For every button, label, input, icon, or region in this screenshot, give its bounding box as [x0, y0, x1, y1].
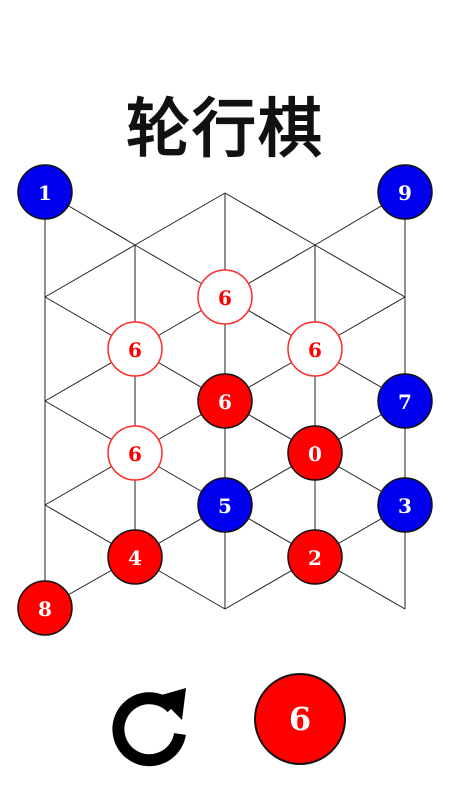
piece-label: 6	[308, 338, 322, 362]
current-turn-label: 6	[288, 700, 312, 738]
piece-label: 6	[218, 286, 232, 310]
blue-piece-3[interactable]: 3	[377, 477, 433, 533]
piece-disc	[107, 425, 163, 481]
piece-label: 6	[218, 390, 232, 414]
red-piece-4[interactable]: 4	[107, 529, 163, 585]
move-hint-6[interactable]: 6	[107, 425, 163, 481]
controls-bar: 6	[0, 660, 450, 770]
piece-disc	[287, 321, 343, 377]
piece-disc	[17, 164, 73, 220]
restart-arrow-icon	[112, 688, 186, 767]
piece-label: 1	[38, 181, 52, 205]
game-board: 1 9 6 6 6 6 7 6 0 5 3 4 2 8	[17, 164, 433, 636]
piece-disc	[197, 373, 253, 429]
red-piece-8[interactable]: 8	[17, 580, 73, 636]
piece-disc	[197, 477, 253, 533]
piece-label: 0	[308, 442, 322, 466]
piece-disc	[377, 477, 433, 533]
piece-label: 2	[308, 546, 322, 570]
piece-disc	[377, 164, 433, 220]
piece-disc	[107, 529, 163, 585]
board-line	[314, 244, 406, 298]
piece-disc	[17, 580, 73, 636]
current-turn-piece: 6	[254, 673, 346, 765]
red-piece-6[interactable]: 6	[197, 373, 253, 429]
move-hint-6[interactable]: 6	[107, 321, 163, 377]
piece-label: 8	[38, 597, 52, 621]
restart-button[interactable]	[100, 674, 200, 774]
red-piece-2[interactable]: 2	[287, 529, 343, 585]
blue-piece-5[interactable]: 5	[197, 477, 253, 533]
blue-piece-9[interactable]: 9	[377, 164, 433, 220]
piece-disc	[377, 373, 433, 429]
piece-label: 6	[128, 338, 142, 362]
move-hint-6[interactable]: 6	[287, 321, 343, 377]
piece-disc	[287, 529, 343, 585]
piece-label: 7	[398, 390, 412, 414]
piece-label: 6	[128, 442, 142, 466]
blue-piece-7[interactable]: 7	[377, 373, 433, 429]
board-pieces[interactable]: 1 9 6 6 6 6 7 6 0 5 3 4 2 8	[17, 164, 433, 636]
board-line	[44, 244, 136, 298]
blue-piece-1[interactable]: 1	[17, 164, 73, 220]
game-title: 轮行棋	[126, 92, 324, 167]
board-line	[134, 192, 226, 246]
move-hint-6[interactable]: 6	[197, 269, 253, 325]
board-line	[224, 192, 316, 246]
red-piece-0[interactable]: 0	[287, 425, 343, 481]
piece-label: 9	[398, 181, 412, 205]
piece-disc	[107, 321, 163, 377]
piece-label: 3	[398, 494, 412, 518]
piece-disc	[287, 425, 343, 481]
piece-disc	[197, 269, 253, 325]
piece-label: 5	[218, 494, 232, 518]
piece-label: 4	[128, 546, 142, 570]
